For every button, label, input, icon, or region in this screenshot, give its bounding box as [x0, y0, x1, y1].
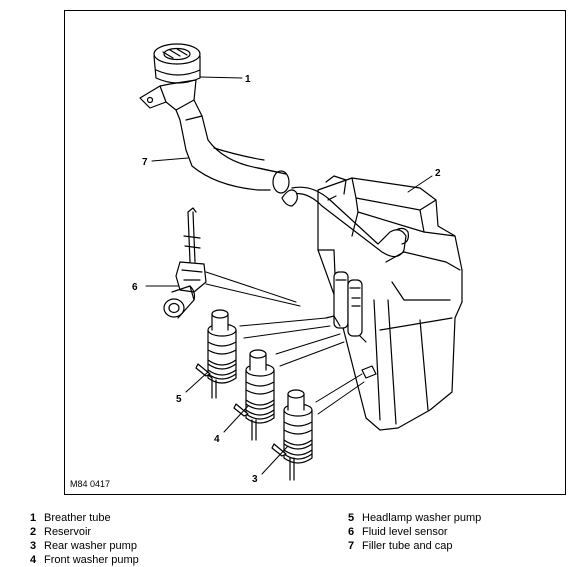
callout-6: 6	[132, 282, 138, 293]
leader-5	[185, 371, 209, 393]
fluid-level-sensor	[163, 207, 207, 319]
explosion-lines	[205, 271, 365, 415]
callout-3: 3	[252, 474, 258, 485]
figure-frame	[64, 10, 566, 495]
reservoir-inlet-hose	[281, 186, 409, 258]
callouts: 1 2 3 4 5 6 7 M84 0417	[70, 74, 441, 489]
callout-4: 4	[214, 434, 220, 445]
leader-3	[261, 445, 289, 475]
callout-7: 7	[142, 157, 148, 168]
filler-tube-and-cap	[139, 43, 290, 194]
figure-id: M84 0417	[70, 479, 110, 489]
callout-1: 1	[245, 74, 251, 85]
leader-2	[407, 175, 433, 193]
leader-1	[199, 76, 243, 79]
callout-5: 5	[176, 394, 182, 405]
leader-7	[151, 157, 189, 162]
headlamp-washer-pump	[195, 309, 237, 399]
rear-washer-pump	[271, 389, 313, 481]
mounted-pumps	[325, 271, 377, 379]
callout-2: 2	[435, 168, 441, 179]
reservoir	[317, 175, 463, 431]
leader-4	[223, 405, 249, 433]
front-washer-pump	[233, 349, 275, 441]
